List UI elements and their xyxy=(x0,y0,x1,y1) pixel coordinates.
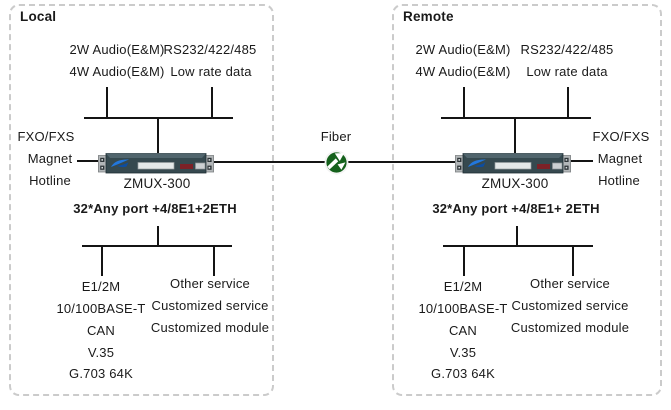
local-top-branch-line-left xyxy=(106,87,108,117)
remote-capacity-label: 32*Any port +4/8E1+ 2ETH xyxy=(432,201,600,216)
local-device-image xyxy=(98,153,214,174)
remote-top-branch-line-left xyxy=(463,87,465,117)
remote-bottom-branch-line-left xyxy=(463,245,465,276)
remote-side-stub-line xyxy=(571,160,593,162)
local-bottom-branch-line-left xyxy=(101,245,103,276)
remote-service-e1-2m: E1/2M xyxy=(443,279,483,294)
local-service-base-t: 10/100BASE-T xyxy=(56,301,146,316)
local-bottom-bus-line xyxy=(82,245,232,247)
brand-swoosh-icon xyxy=(111,159,129,168)
remote-bottom-drop-line xyxy=(516,226,518,245)
remote-panel-border xyxy=(392,4,662,396)
local-capacity-label: 32*Any port +4/8E1+2ETH xyxy=(73,201,237,216)
local-label-fxo-fxs: FXO/FXS xyxy=(17,129,75,144)
fiber-globe-icon xyxy=(324,150,349,175)
rack-ear-left-icon xyxy=(455,155,464,173)
fiber-label: Fiber xyxy=(320,129,352,144)
local-device-name: ZMUX-300 xyxy=(123,176,191,191)
device-red-indicator xyxy=(537,164,550,169)
device-display-panel xyxy=(494,162,532,170)
local-service-other: Other service xyxy=(170,276,250,291)
local-bottom-branch-line-right xyxy=(213,245,215,276)
remote-label-4w-audio: 4W Audio(E&M) xyxy=(415,64,511,79)
remote-device-name: ZMUX-300 xyxy=(481,176,549,191)
remote-service-can: CAN xyxy=(448,323,478,338)
local-label-4w-audio: 4W Audio(E&M) xyxy=(69,64,165,79)
remote-service-other: Other service xyxy=(530,276,610,291)
local-top-drop-line xyxy=(157,117,159,153)
brand-swoosh-icon xyxy=(468,159,486,168)
local-service-v35: V.35 xyxy=(87,345,115,360)
local-panel-border xyxy=(9,4,274,396)
local-label-2w-audio: 2W Audio(E&M) xyxy=(69,42,165,57)
device-display-panel xyxy=(137,162,175,170)
local-service-can: CAN xyxy=(86,323,116,338)
local-label-low-rate-data: Low rate data xyxy=(170,64,252,79)
device-red-indicator xyxy=(180,164,193,169)
rack-ear-right-icon xyxy=(562,155,571,173)
remote-service-customized-service: Customized service xyxy=(511,298,629,313)
local-service-g703: G.703 64K xyxy=(69,366,133,381)
remote-top-drop-line xyxy=(514,117,516,153)
remote-label-rs232: RS232/422/485 xyxy=(520,42,614,57)
local-label-rs232: RS232/422/485 xyxy=(163,42,257,57)
remote-service-customized-module: Customized module xyxy=(510,320,630,335)
local-label-magnet: Magnet xyxy=(27,151,73,166)
remote-label-2w-audio: 2W Audio(E&M) xyxy=(415,42,511,57)
remote-device-image xyxy=(455,153,571,174)
local-service-customized-service: Customized service xyxy=(151,298,269,313)
local-service-customized-module: Customized module xyxy=(150,320,270,335)
remote-top-branch-line-right xyxy=(567,87,569,117)
local-label-hotline: Hotline xyxy=(29,173,71,188)
device-gray-port xyxy=(552,162,563,170)
remote-bottom-bus-line xyxy=(443,245,593,247)
local-service-e1-2m: E1/2M xyxy=(81,279,121,294)
local-panel-title: Local xyxy=(20,9,57,24)
remote-service-v35: V.35 xyxy=(449,345,477,360)
local-bottom-drop-line xyxy=(157,226,159,245)
remote-label-hotline: Hotline xyxy=(598,173,640,188)
local-top-bus-line xyxy=(84,117,233,119)
rack-ear-left-icon xyxy=(98,155,107,173)
remote-label-low-rate-data: Low rate data xyxy=(526,64,608,79)
remote-service-g703: G.703 64K xyxy=(431,366,495,381)
remote-service-base-t: 10/100BASE-T xyxy=(418,301,508,316)
remote-label-fxo-fxs: FXO/FXS xyxy=(592,129,650,144)
local-top-branch-line-right xyxy=(211,87,213,117)
remote-label-magnet: Magnet xyxy=(597,151,643,166)
device-gray-port xyxy=(195,162,206,170)
rack-ear-right-icon xyxy=(205,155,214,173)
remote-top-bus-line xyxy=(441,117,591,119)
remote-bottom-branch-line-right xyxy=(572,245,574,276)
remote-panel-title: Remote xyxy=(403,9,454,24)
local-side-stub-line xyxy=(77,160,98,162)
